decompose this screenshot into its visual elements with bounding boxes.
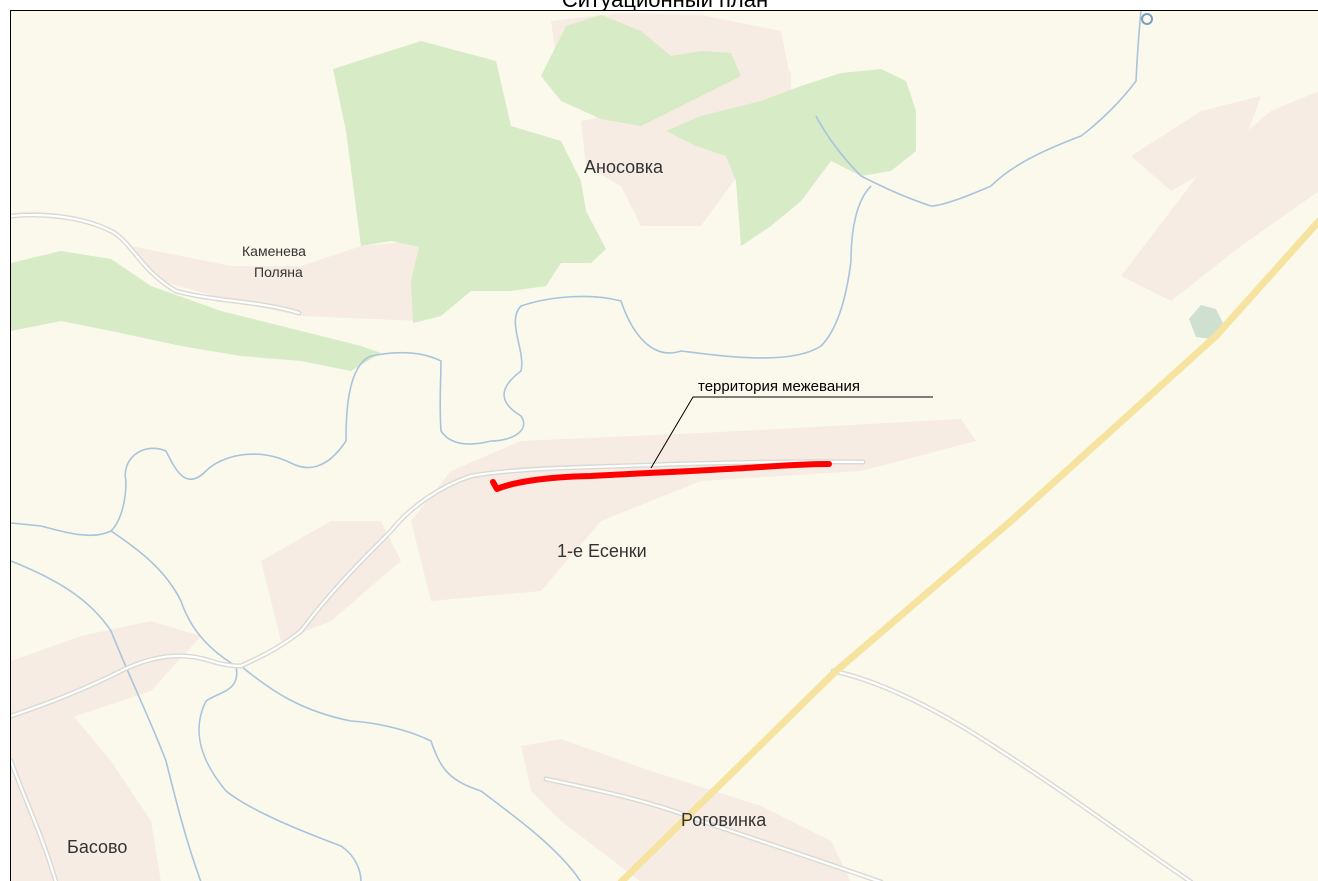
settlement-area-east [1121, 91, 1318, 301]
settlement-area-southwest [261, 521, 401, 641]
river-label-fragment-icon [1141, 13, 1153, 25]
callout-label: территория межевания [698, 378, 860, 395]
map-frame[interactable]: территория межевания Аносовка Каменева П… [10, 10, 1318, 881]
place-label-rogovinka: Роговинка [681, 810, 767, 830]
stream-south [110, 530, 362, 881]
pond [1189, 305, 1223, 339]
main-road [617, 217, 1318, 881]
place-label-basovo: Басово [67, 837, 127, 857]
forest-area-4 [11, 251, 381, 371]
map-canvas[interactable]: территория межевания Аносовка Каменева П… [11, 11, 1318, 881]
place-label-anosovka: Аносовка [584, 157, 664, 177]
forest-area-2 [541, 15, 741, 126]
settlement-area-yesenki [411, 419, 976, 601]
forest-area-1 [333, 41, 606, 323]
settlement-area-west [11, 621, 201, 721]
minor-roads-inner [11, 213, 1192, 881]
stream-north-east [815, 11, 1142, 207]
settlement-area-basovo [11, 701, 161, 881]
stream-west [11, 560, 202, 881]
settlement-area-east-2 [1131, 96, 1261, 191]
settlement-area-kameneva [131, 241, 421, 321]
place-label-kameneva-line2: Поляна [254, 264, 303, 280]
place-label-kameneva-line1: Каменева [242, 243, 306, 259]
callout-leader [650, 396, 933, 469]
forest-area-3 [666, 69, 916, 246]
survey-territory-line[interactable] [490, 461, 832, 492]
place-label-yesenki: 1-е Есенки [557, 541, 647, 561]
stream-central [11, 185, 872, 537]
forest-areas [11, 15, 1223, 371]
stream-south-2 [240, 665, 582, 881]
page-title: Ситуационный план [0, 0, 1318, 14]
waterways [11, 11, 1142, 881]
